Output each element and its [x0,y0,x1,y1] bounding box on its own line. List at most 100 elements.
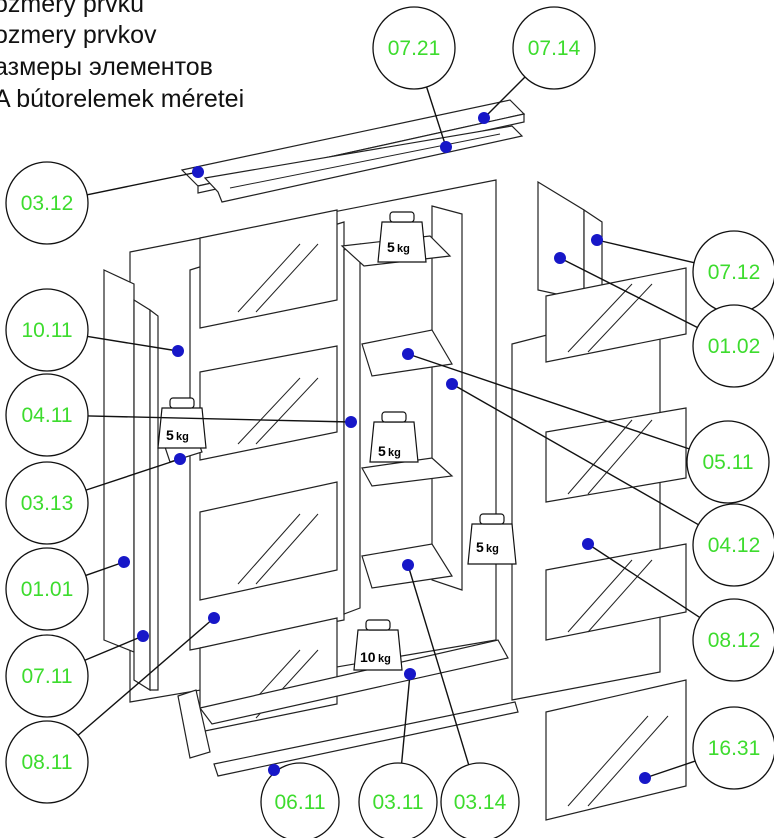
leader-line [77,617,215,736]
leader-line [85,458,181,491]
callout-05-11: 05.11 [402,348,770,504]
marker-dot [192,166,204,178]
callout-bubble [5,634,89,718]
base-group [177,639,519,777]
marker-dot [639,772,651,784]
callout-03-12: 03.12 [5,161,204,245]
right-door-group [511,180,687,821]
middle-section [163,205,463,615]
right-door-frame [511,305,661,701]
header-line-3: азмеры элементов [0,53,213,81]
weight-4-unit: kg [486,543,499,555]
marker-dot [208,612,220,624]
callout-bubble [5,461,89,545]
callout-label: 04.11 [22,404,73,427]
weight-1-num: 5 [387,239,395,255]
callout-04-12: 04.12 [446,378,774,587]
marker-dot [174,453,186,465]
callout-label: 04.12 [708,534,761,557]
callout-label: 07.21 [388,37,441,60]
leader-line [85,561,125,577]
weight-3-num: 5 [378,443,386,459]
marker-dot [591,234,603,246]
middle-divider [343,243,361,615]
leader-line [400,673,411,764]
left-side-panel [103,269,135,653]
marker-dot [554,252,566,264]
top-board-group [180,99,526,203]
callout-label: 07.12 [708,261,761,284]
callout-bubble [5,547,89,631]
callout-03-14: 03.14 [402,559,520,838]
leader-line [425,86,447,148]
left-frame-strip [149,308,159,691]
weight-4-num: 5 [476,539,484,555]
marker-dot [478,112,490,124]
leader-line [483,76,526,119]
callout-label: 08.12 [708,629,761,652]
callout-bubble [5,288,89,372]
callout-bubble [5,720,89,804]
callout-04-11: 04.11 [5,373,357,457]
leader-line [87,415,352,423]
left-glass-1 [199,209,338,329]
marker-dot [172,345,184,357]
weight-2-num: 5 [166,427,174,443]
callout-bubble [692,598,774,682]
callout-07-14: 07.14 [478,6,596,124]
callout-16-31: 16.31 [639,706,774,790]
marker-dot [345,416,357,428]
callout-08-12: 08.12 [582,538,774,682]
weight-3-unit: kg [388,447,401,459]
leader-line [596,239,695,264]
callout-label: 01.01 [21,578,74,601]
left-door-group [103,209,345,733]
callout-label: 03.14 [454,791,507,814]
callout-07-12: 07.12 [591,230,774,314]
callout-label: 07.11 [22,665,73,688]
plinth-front [213,701,519,777]
callout-layer: 07.21 07.14 03.12 07.12 10.11 01.02 04.11 05.11… [5,6,774,838]
callout-bubble [512,6,596,90]
callout-bubble [358,762,438,838]
leader-line [559,257,698,329]
header-line-4: A bútorelemek méretei [0,85,245,113]
callout-01-02: 01.02 [554,252,774,388]
callout-bubble [5,161,89,245]
leader-line [587,543,701,619]
marker-dot [118,556,130,568]
callout-bubble [260,762,340,838]
callout-06-11: 06.11 [260,762,340,838]
callout-03-13: 03.13 [5,453,186,545]
callout-bubble [692,503,774,587]
callout-label: 06.11 [275,791,326,814]
callout-label: 08.11 [22,751,73,774]
leader-line [407,564,470,765]
weight-5-num: 10 [360,649,376,665]
marker-dot [440,141,452,153]
callout-07-21: 07.21 [372,6,456,153]
weight-5-unit: kg [378,653,391,665]
callout-03-11: 03.11 [358,668,438,838]
callout-07-11: 07.11 [5,630,149,718]
right-side-panel [537,180,585,301]
callout-bubble [686,420,770,504]
header-line-1: ozmery prvku [0,0,145,18]
marker-dot [268,764,280,776]
left-glass-3 [199,481,338,601]
callout-bubble [5,373,89,457]
leader-line [87,335,179,352]
callout-08-11: 08.11 [5,612,220,804]
callout-bubble [692,706,774,790]
right-glass-3 [545,543,687,641]
callout-label: 03.13 [21,492,74,515]
leader-line [87,171,199,196]
callout-label: 03.12 [21,192,74,215]
right-glass-bottom [545,679,687,821]
leader-line [407,353,690,450]
callout-label: 16.31 [708,737,761,760]
leader-line [451,383,699,526]
leader-line [644,760,696,779]
callout-label: 10.11 [22,319,73,342]
